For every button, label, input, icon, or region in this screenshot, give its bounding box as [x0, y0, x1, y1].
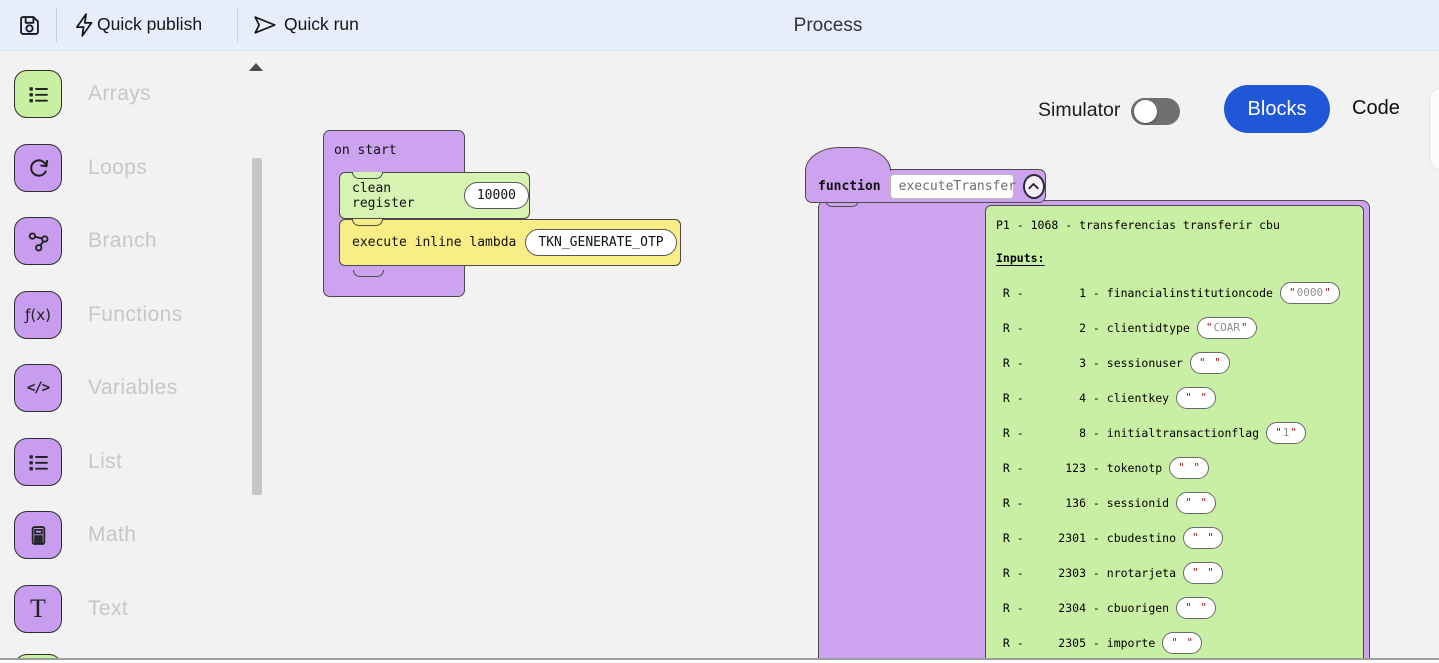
sidebar-item-loops[interactable]: Loops	[14, 144, 147, 192]
input-row-label: R - 4 - clientkey	[996, 391, 1170, 405]
simulator-toggle[interactable]	[1131, 98, 1180, 125]
list-icon	[14, 70, 62, 118]
comment-input-row: R - 4 - clientkey " "	[996, 383, 1357, 413]
lightning-icon	[76, 13, 93, 37]
sidebar-item-label: Branch	[88, 229, 157, 252]
notch	[353, 270, 384, 277]
input-value-field[interactable]: " "	[1169, 456, 1210, 480]
sidebar-item-math[interactable]: Math	[14, 511, 136, 559]
input-value-field[interactable]: " "	[1176, 596, 1216, 620]
function-hat	[805, 147, 891, 171]
notch	[352, 218, 383, 226]
sidebar-item-label: Functions	[88, 303, 183, 326]
input-value-field[interactable]: "0000"	[1279, 281, 1340, 305]
statement-label: execute inline lambda	[352, 235, 517, 250]
comment-inputs-heading: Inputs:	[996, 251, 1045, 265]
sidebar-item-variables[interactable]: </> Variables	[14, 364, 178, 412]
comment-input-row: R - 3 - sessionuser " "	[996, 348, 1357, 378]
comment-input-row: R - 2305 - importe " "	[996, 628, 1357, 658]
toolbar: Quick publish Quick run Process	[0, 0, 1439, 51]
input-row-label: R - 136 - sessionid	[996, 496, 1170, 510]
comment-input-rows: R - 1 - financialinstitutioncode "0000" R…	[996, 278, 1357, 658]
code-icon: </>	[14, 364, 62, 412]
quick-publish-button[interactable]: Quick publish	[97, 14, 203, 34]
on-start-label: on start	[334, 143, 397, 158]
input-row-label: R - 8 - initialtransactionflag	[996, 426, 1260, 440]
function-keyword: function	[818, 178, 881, 194]
tab-blocks[interactable]: Blocks	[1224, 85, 1330, 133]
function-name-field[interactable]: executeTransfer	[889, 173, 1016, 199]
clean-register-block[interactable]: clean register 10000	[339, 171, 530, 219]
comment-input-row: R - 136 - sessionid " "	[996, 488, 1357, 518]
input-row-label: R - 2301 - cbudestino	[996, 531, 1177, 545]
window-bottom-edge	[0, 658, 1439, 660]
input-row-label: R - 2303 - nrotarjeta	[996, 566, 1177, 580]
comment-input-row: R - 8 - initialtransactionflag "1"	[996, 418, 1357, 448]
function-comment-block[interactable]: P1 - 1068 - transferencias transferir cb…	[985, 205, 1364, 663]
statement-label: clean register	[352, 180, 415, 211]
comment-input-row: R - 2304 - cbuorigen " "	[996, 593, 1357, 623]
toolbar-divider	[237, 8, 238, 42]
toolbox-scroll-up-icon[interactable]	[249, 63, 263, 71]
toolbar-divider	[56, 8, 57, 42]
input-row-label: R - 2304 - cbuorigen	[996, 601, 1170, 615]
send-icon	[254, 16, 276, 34]
value-field[interactable]: 10000	[463, 181, 529, 210]
value-field[interactable]: TKN_GENERATE_OTP	[525, 228, 677, 257]
comment-input-row: R - 2303 - nrotarjeta " "	[996, 558, 1357, 588]
input-value-field[interactable]: "1"	[1266, 421, 1306, 445]
toolbox-scrollbar[interactable]	[252, 158, 262, 495]
chevron-up-circle-icon[interactable]	[1022, 173, 1045, 199]
page-title: Process	[793, 15, 863, 36]
tab-code[interactable]: Code	[1352, 97, 1400, 119]
sidebar-item-label: List	[88, 450, 123, 473]
input-value-field[interactable]: " "	[1176, 386, 1216, 410]
input-value-field[interactable]: " "	[1162, 631, 1203, 655]
sidebar-item-arrays[interactable]: Arrays	[14, 70, 151, 118]
sidebar-item-label: Variables	[88, 376, 178, 399]
comment-input-row: R - 1 - financialinstitutioncode "0000"	[996, 278, 1357, 308]
edge-panel	[1429, 87, 1439, 171]
fx-icon: ƒ(x)	[14, 291, 62, 339]
input-value-field[interactable]: " "	[1189, 351, 1230, 375]
input-value-field[interactable]: " "	[1176, 491, 1216, 515]
comment-input-row: R - 123 - tokenotp " "	[996, 453, 1357, 483]
comment-input-row: R - 2 - clientidtype "COAR"	[996, 313, 1357, 343]
sidebar-item-label: Text	[88, 597, 129, 620]
sidebar-item-functions[interactable]: ƒ(x) Functions	[14, 291, 183, 339]
sidebar-item-label: Math	[88, 523, 137, 546]
input-row-label: R - 3 - sessionuser	[996, 356, 1183, 370]
sidebar-item-list[interactable]: List	[14, 438, 122, 486]
window-bottom-strip	[0, 660, 1439, 663]
list-icon	[14, 438, 62, 486]
input-value-field[interactable]: " "	[1183, 561, 1223, 585]
save-icon[interactable]	[16, 12, 43, 39]
sidebar-item-text[interactable]: T Text	[14, 585, 128, 633]
input-row-label: R - 123 - tokenotp	[996, 461, 1163, 475]
input-row-label: R - 1 - financialinstitutioncode	[996, 286, 1273, 300]
rotate-icon	[14, 144, 62, 192]
toggle-knob	[1133, 100, 1157, 123]
function-block-header[interactable]: function executeTransfer	[805, 169, 1046, 203]
sidebar-item-label: Arrays	[88, 82, 152, 105]
input-row-label: R - 2305 - importe	[996, 636, 1156, 650]
input-row-label: R - 2 - clientidtype	[996, 321, 1190, 335]
calculator-icon	[14, 511, 62, 559]
execute-inline-lambda-block[interactable]: execute inline lambda TKN_GENERATE_OTP	[339, 218, 681, 266]
comment-title: P1 - 1068 - transferencias transferir cb…	[996, 218, 1280, 232]
simulator-label: Simulator	[1038, 99, 1121, 121]
quick-run-button[interactable]: Quick run	[284, 14, 359, 34]
notch	[352, 171, 383, 179]
input-value-field[interactable]: " "	[1183, 526, 1223, 550]
input-value-field[interactable]: "COAR"	[1196, 316, 1257, 340]
text-icon: T	[14, 585, 62, 633]
share-icon	[14, 217, 62, 265]
sidebar-item-label: Loops	[88, 156, 148, 179]
comment-input-row: R - 2301 - cbudestino " "	[996, 523, 1357, 553]
sidebar-item-branch[interactable]: Branch	[14, 217, 157, 265]
